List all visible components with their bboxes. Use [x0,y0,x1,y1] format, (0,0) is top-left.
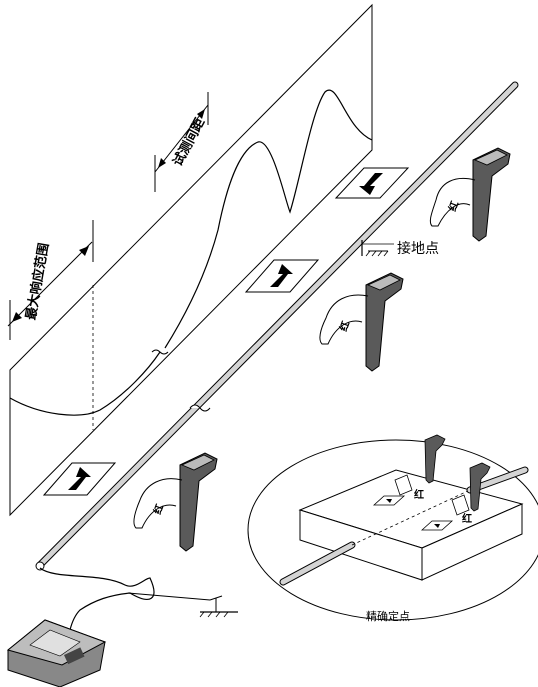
up-arrow-box-icon [246,260,318,292]
precise-positioning-label: 精确定点 [366,608,410,624]
break-mark-icon [152,350,168,354]
down-arrow-box-icon [336,168,408,198]
ground-point-label: 接地点 [397,238,439,258]
svg-text:红: 红 [337,319,353,333]
precise-positioning-inset: 红 红 [248,435,538,620]
cable [40,568,154,630]
transmitter-icon [8,620,105,687]
ground-point-marker [362,240,394,256]
receiver-icon: 红 [134,453,217,551]
svg-text:红: 红 [414,488,424,501]
receiver-icon: 红 [320,273,403,371]
max-response-range-dimension [8,220,93,340]
up-arrow-box-icon [44,463,115,495]
svg-text:红: 红 [151,502,167,516]
svg-text:红: 红 [462,512,472,525]
